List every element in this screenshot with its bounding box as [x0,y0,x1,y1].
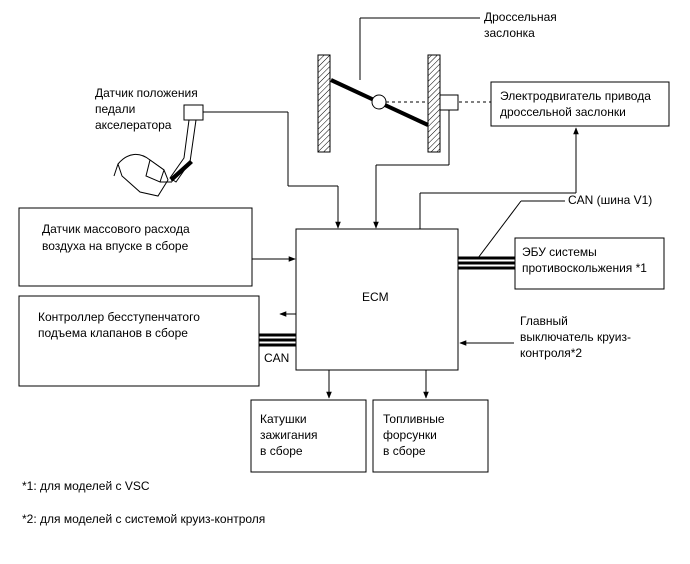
throttle-label: Дроссельная [484,10,557,24]
ecm-box [295,228,459,371]
fuel-injectors-box [372,399,489,473]
ecm-label: ECM [362,290,389,304]
footnote-2: *2: для моделей с системой круиз-контрол… [22,512,265,526]
vvt-label-2: подъема клапанов в сборе [38,326,188,340]
skid-control-ecu-box [514,237,665,290]
pedal-sensor-label-3: акселератора [95,118,172,132]
can-label: CAN [264,351,289,365]
cruise-switch-label-1: Главный [520,314,568,328]
ignition-coils-box [250,399,367,473]
maf-label-1: Датчик массового расхода [42,222,190,236]
coils-label-2: зажигания [260,428,318,442]
cruise-switch-label-2: выключатель круиз- [520,330,631,344]
vvt-controller-box [18,295,260,387]
can-bus-lines-v1 [458,256,515,270]
skid-ecu-label-1: ЭБУ системы [522,245,597,259]
throttle-label-2: заслонка [484,26,535,40]
throttle-motor-box [490,81,670,127]
can-bus-lines-vvt [259,333,296,347]
skid-ecu-label-2: противоскольжения *1 [522,261,647,275]
injectors-label-1: Топливные [383,412,445,426]
vvt-label-1: Контроллер бесступенчатого [38,310,200,324]
pedal-sensor-label-1: Датчик положения [95,86,198,100]
throttle-motor-label-2: дроссельной заслонки [500,105,626,119]
can-v1-label: CAN (шина V1) [568,193,652,207]
injectors-label-3: в сборе [383,444,426,458]
footnote-1: *1: для моделей с VSC [22,479,150,493]
coils-label-3: в сборе [260,444,303,458]
cruise-switch-label-3: контроля*2 [520,346,582,360]
throttle-valve-illustration [317,54,491,153]
maf-label-2: воздуха на впуске в сборе [42,239,189,253]
pedal-sensor-label-2: педали [95,102,135,116]
accelerator-pedal-illustration [113,104,204,197]
injectors-label-2: форсунки [383,428,437,442]
throttle-motor-label-1: Электродвигатель привода [500,89,651,103]
coils-label-1: Катушки [260,412,307,426]
maf-sensor-box [18,207,253,287]
